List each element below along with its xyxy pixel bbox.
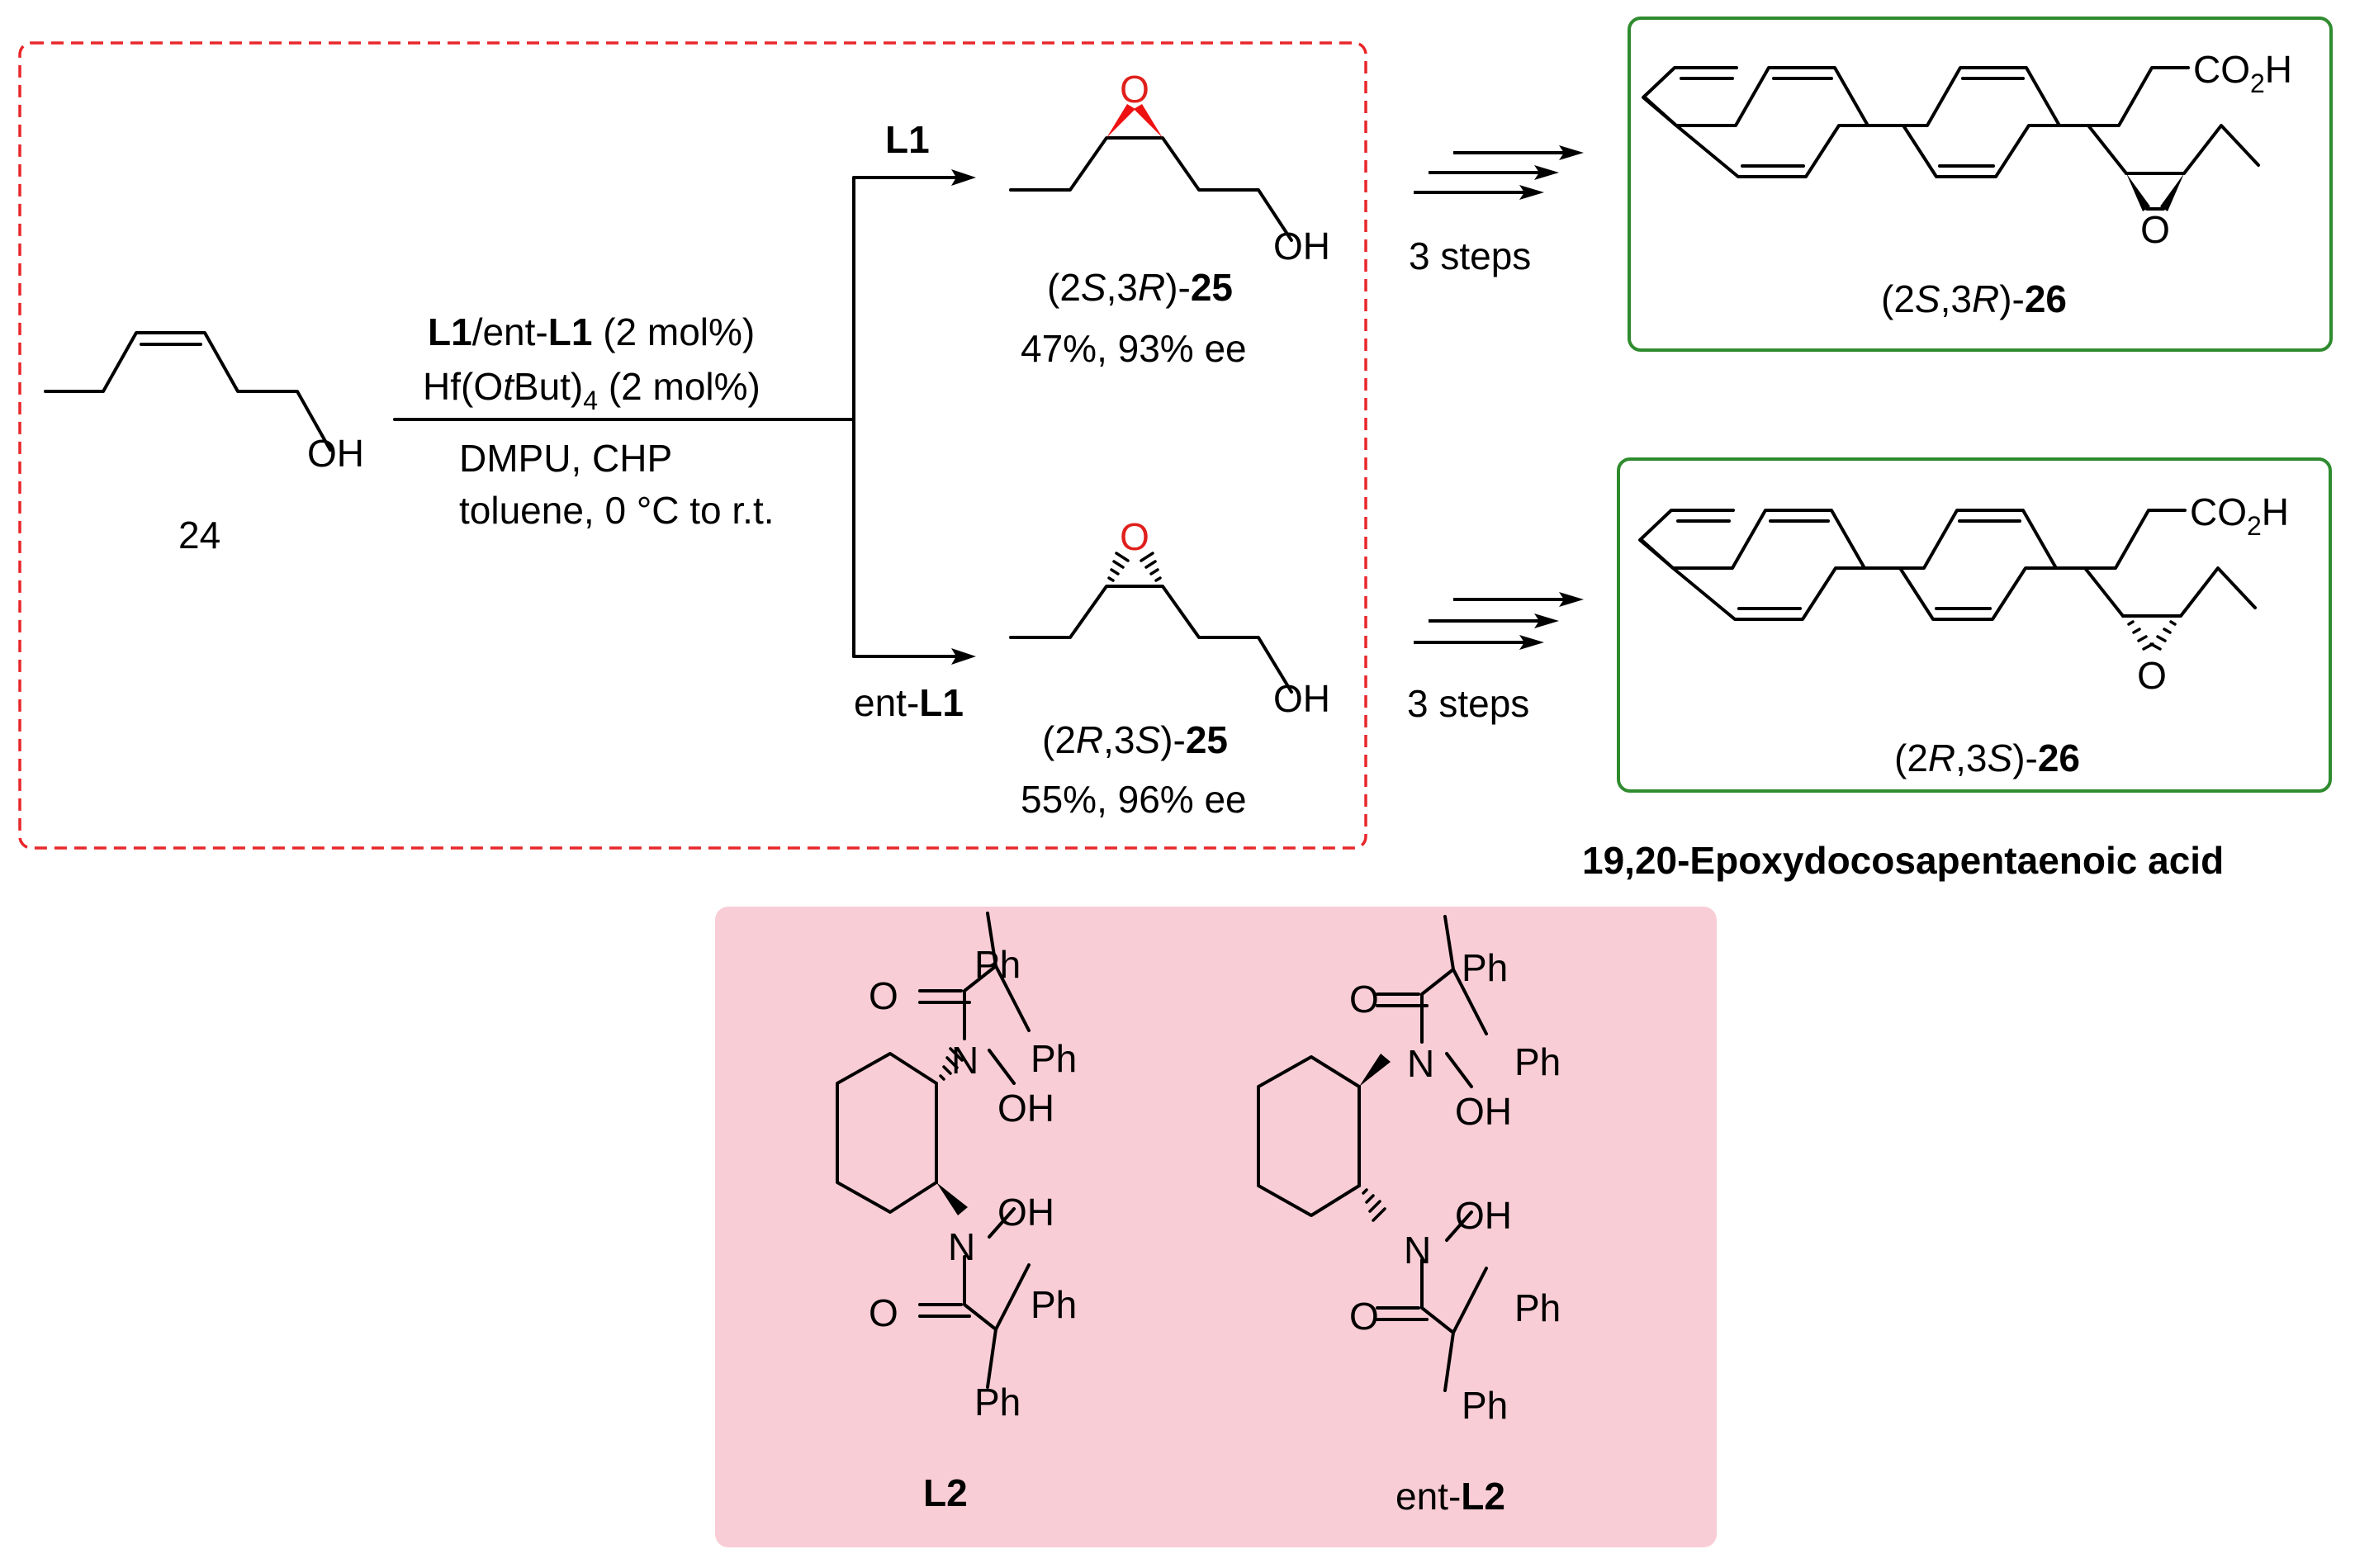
product-26-lower: CO2H O bbox=[1638, 490, 2289, 697]
epoxide-25-upper-oxygen: O bbox=[1120, 68, 1149, 111]
l2-ph-bot1: Ph bbox=[1031, 1283, 1077, 1326]
epoxide-25-upper-oh: OH bbox=[1273, 225, 1330, 268]
l2-oh-top: OH bbox=[997, 1087, 1054, 1130]
entl2-ph-bot1: Ph bbox=[1514, 1286, 1561, 1329]
multistep-arrow-upper bbox=[1414, 145, 1584, 200]
substrate-oh: OH bbox=[307, 432, 364, 475]
upper-ligand-label: L1 bbox=[885, 118, 930, 161]
product-26-lower-co2h: CO2H bbox=[2190, 490, 2289, 541]
product-26-upper: CO2H O bbox=[1642, 48, 2292, 251]
conditions-solvent: toluene, 0 °C to r.t. bbox=[459, 489, 775, 532]
product-26-upper-co2h: CO2H bbox=[2193, 48, 2292, 98]
l2-n-top: N bbox=[951, 1039, 978, 1082]
ligand-ent-l2-label: ent-L2 bbox=[1395, 1475, 1505, 1518]
compound-26-lower-label: (2R,3S)-26 bbox=[1894, 737, 2080, 779]
entl2-n-bot: N bbox=[1404, 1229, 1431, 1272]
l2-oh-bot: OH bbox=[997, 1191, 1054, 1234]
steps-upper: 3 steps bbox=[1409, 234, 1531, 277]
product-box-upper bbox=[1628, 17, 2333, 352]
ligand-ent-l2: Ph Ph O N OH OH N O Ph Ph bbox=[1257, 915, 1561, 1427]
l2-ph-top2: Ph bbox=[1031, 1037, 1077, 1080]
conditions-additives: DMPU, CHP bbox=[459, 437, 672, 480]
compound-25-lower-result: 55%, 96% ee bbox=[1021, 778, 1247, 821]
compound-26-upper-label: (2S,3R)-26 bbox=[1881, 277, 2067, 320]
ligand-l2: Ph Ph O N OH OH N O Ph Ph bbox=[836, 912, 1077, 1424]
conditions-ligand: L1/ent-L1 (2 mol%) bbox=[428, 310, 755, 353]
product-box-lower bbox=[1617, 457, 2332, 793]
multistep-arrow-lower bbox=[1414, 592, 1584, 650]
entl2-ph-bot2: Ph bbox=[1462, 1384, 1508, 1427]
ligand-panel bbox=[715, 907, 1717, 1547]
l2-o-top: O bbox=[869, 974, 898, 1017]
entl2-oh-top: OH bbox=[1455, 1090, 1512, 1133]
entl2-n-top: N bbox=[1407, 1042, 1434, 1085]
main-reaction-arrow bbox=[393, 169, 976, 665]
entl2-o-bot: O bbox=[1349, 1295, 1379, 1338]
compound-25-upper-label: (2S,3R)-25 bbox=[1047, 266, 1233, 309]
reaction-box-dashed bbox=[18, 41, 1367, 850]
entl2-o-top: O bbox=[1349, 978, 1379, 1021]
product-26-upper-oxygen: O bbox=[2140, 208, 2170, 251]
epoxide-25-lower-oxygen: O bbox=[1120, 515, 1149, 558]
epoxide-25-lower: O OH bbox=[1009, 515, 1330, 720]
lower-ligand-label: ent-L1 bbox=[854, 681, 964, 724]
l2-ph-bot2: Ph bbox=[974, 1381, 1021, 1424]
product-26-lower-oxygen: O bbox=[2137, 654, 2167, 697]
compound-25-upper-result: 47%, 93% ee bbox=[1021, 327, 1247, 370]
substrate-number: 24 bbox=[178, 514, 220, 557]
entl2-ph-top2: Ph bbox=[1514, 1040, 1561, 1083]
conditions-catalyst: Hf(OtBut)4 (2 mol%) bbox=[423, 365, 761, 415]
steps-lower: 3 steps bbox=[1407, 682, 1529, 725]
entl2-oh-bot: OH bbox=[1455, 1194, 1512, 1237]
epoxide-25-lower-oh: OH bbox=[1273, 677, 1330, 720]
l2-o-bot: O bbox=[869, 1291, 898, 1334]
entl2-ph-top1: Ph bbox=[1462, 946, 1508, 989]
compound-25-lower-label: (2R,3S)-25 bbox=[1042, 718, 1228, 761]
l2-n-bot: N bbox=[948, 1225, 975, 1268]
substrate-24: OH 24 bbox=[44, 331, 364, 557]
l2-ph-top1: Ph bbox=[974, 943, 1021, 986]
ligand-l2-label: L2 bbox=[923, 1471, 968, 1514]
epoxide-25-upper: O OH bbox=[1009, 68, 1330, 268]
product-name: 19,20-Epoxydocosapentaenoic acid bbox=[1582, 839, 2224, 882]
